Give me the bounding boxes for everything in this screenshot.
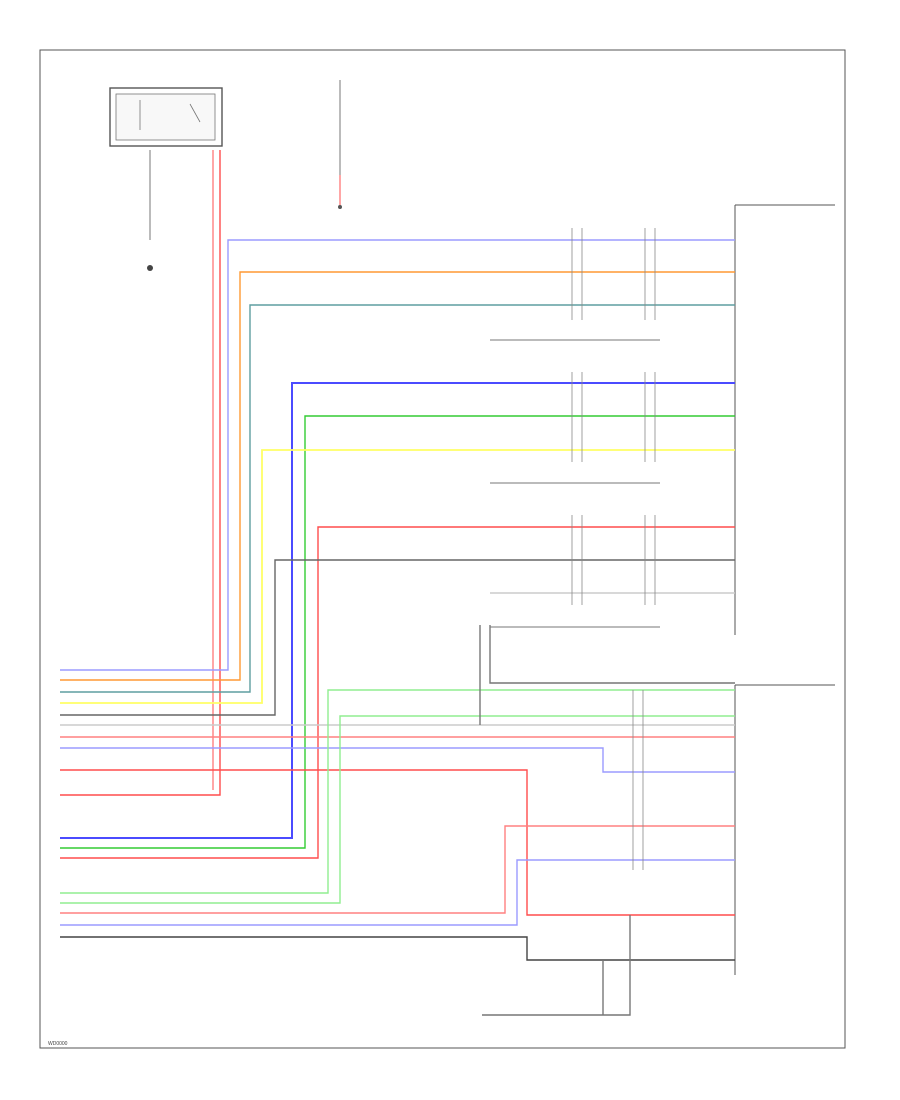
wire-pink-2 bbox=[60, 825, 735, 914]
wire-blue-2 bbox=[60, 382, 735, 839]
ground-rows bbox=[490, 339, 660, 628]
wire-teal-1 bbox=[60, 304, 735, 693]
relay-box bbox=[109, 87, 223, 147]
ground-g1 bbox=[147, 150, 153, 271]
wire-bottom-gnd bbox=[482, 915, 631, 1016]
wire-green-2 bbox=[60, 415, 735, 849]
wire-blue-lower bbox=[60, 747, 735, 773]
wire-blue-3 bbox=[60, 859, 735, 926]
fuse-feed bbox=[338, 80, 342, 209]
wire-blue-lt-1 bbox=[60, 239, 735, 671]
connectors bbox=[571, 228, 656, 870]
footer-code: WD0000 bbox=[48, 1041, 68, 1047]
wire-gray-3 bbox=[60, 559, 735, 716]
wire-black-lower bbox=[60, 936, 735, 961]
wire-lgreen-1 bbox=[60, 689, 735, 894]
diagram-frame bbox=[39, 49, 846, 1049]
wire-yellow-2 bbox=[60, 449, 735, 704]
wire-orange-1 bbox=[60, 271, 735, 681]
wire-gray-gnd2 bbox=[489, 625, 735, 684]
wires bbox=[60, 150, 735, 1016]
wire-red-lower bbox=[60, 769, 735, 916]
injector-boxes bbox=[734, 204, 835, 975]
wire-lgreen-2 bbox=[60, 715, 735, 904]
wire-red-relay bbox=[60, 150, 221, 796]
wire-red-3 bbox=[60, 526, 735, 859]
